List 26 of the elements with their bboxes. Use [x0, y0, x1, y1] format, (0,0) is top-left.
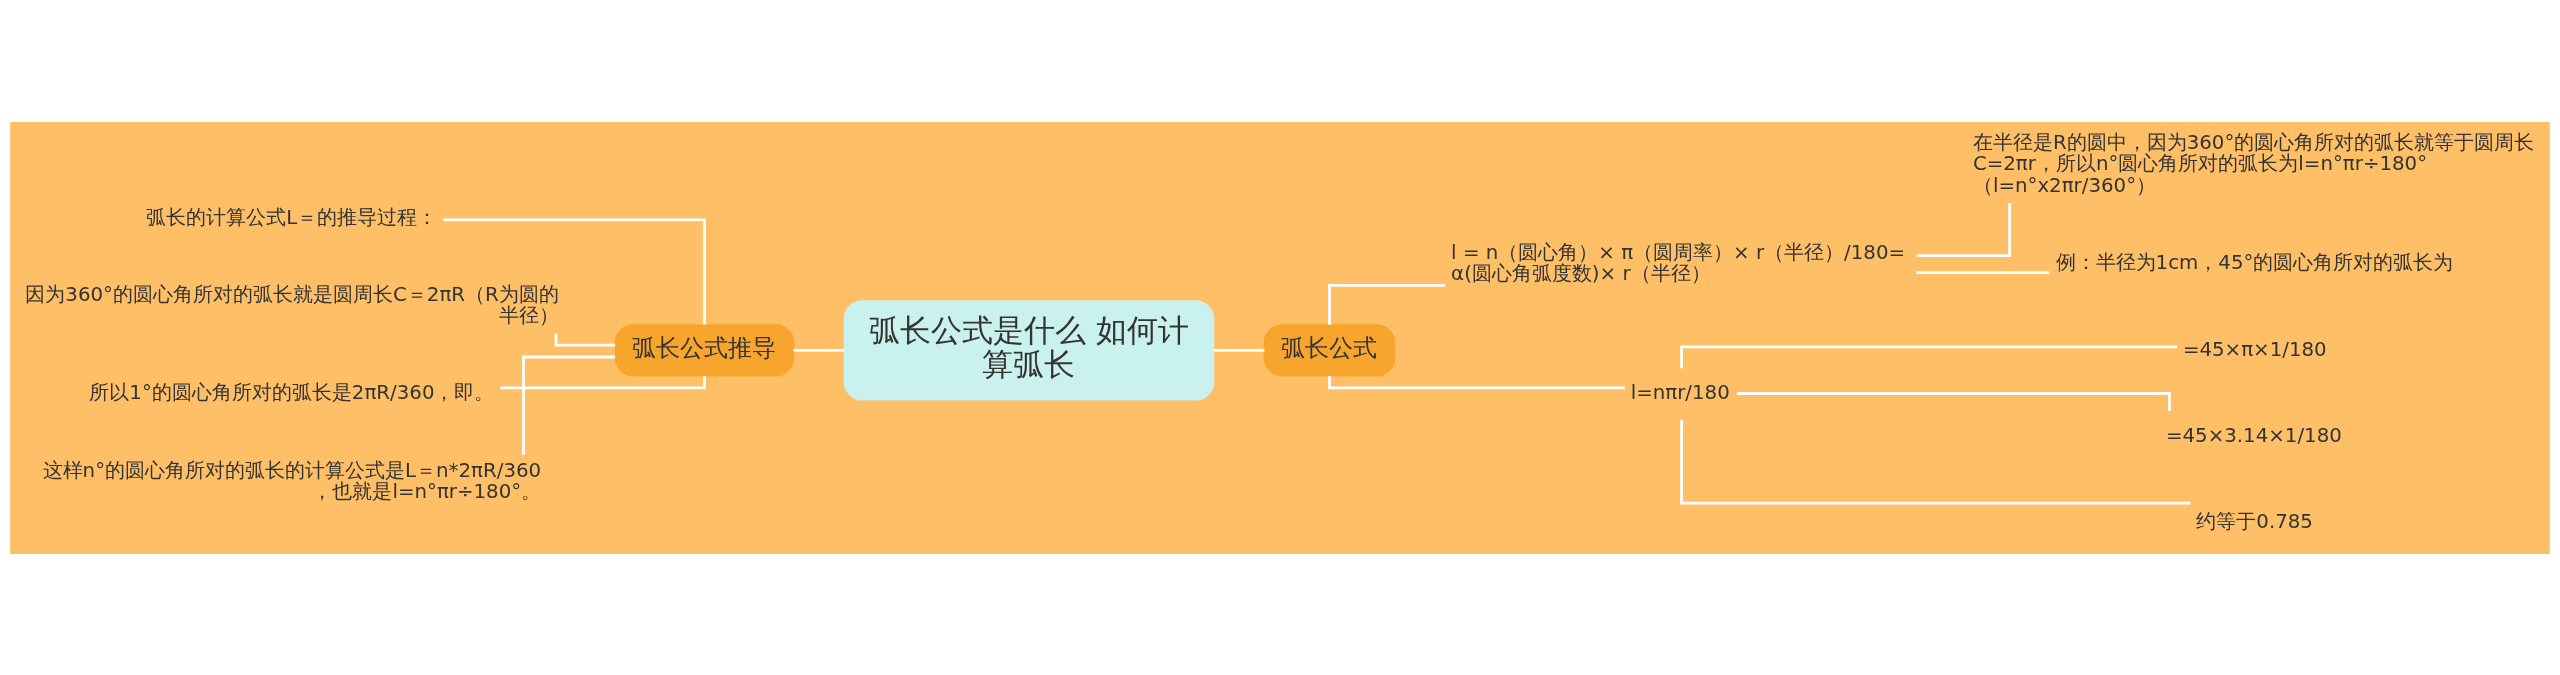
connector [522, 355, 616, 455]
node-text: =45×3.14×1/180 [2165, 423, 2342, 447]
node-text: l = n（圆心角）× π（圆周率）× r（半径）/180=α(圆心角弧度数)× r（半径） [1451, 240, 1906, 285]
node-box: 弧长公式 [1263, 323, 1396, 377]
connector [1680, 419, 2191, 504]
node-text: 在半径是R的圆中，因为360°的圆心角所对的弧长就等于圆周长C=2πr，所以n°圆心角所对的弧长为l=n°πr÷180°（l=n°x2πr/360°） [1972, 130, 2535, 197]
connector [793, 348, 845, 352]
connector [1328, 283, 1446, 325]
node-text: 这样n°的圆心角所对的弧长的计算公式是L＝n*2πR/360，也就是l=n°πr÷180°。 [42, 458, 542, 503]
connector [443, 218, 706, 325]
node-box: 弧长公式推导 [614, 323, 795, 377]
connector [554, 333, 616, 347]
node-text: 因为360°的圆心角所对的弧长就是圆周长C＝2πR（R为圆的半径） [25, 282, 559, 327]
connector [1213, 348, 1265, 352]
node-text: l=nπr/180 [1630, 380, 1730, 404]
node-text: 弧长的计算公式L＝的推导过程： [146, 205, 438, 229]
connector [500, 375, 706, 389]
connector [1916, 202, 2012, 257]
node-box: 弧长公式是什么 如何计算弧长 [843, 299, 1215, 401]
node-text: 约等于0.785 [2196, 509, 2313, 533]
node-text: 例：半径为1cm，45°的圆心角所对的弧长为 [2055, 250, 2454, 274]
node-text: 所以1°的圆心角所对的弧长是2πR/360，即。 [89, 380, 495, 404]
connector [1680, 344, 2178, 368]
connector [1916, 270, 2050, 274]
connector [1328, 375, 1625, 389]
node-text: =45×π×1/180 [2182, 337, 2327, 361]
